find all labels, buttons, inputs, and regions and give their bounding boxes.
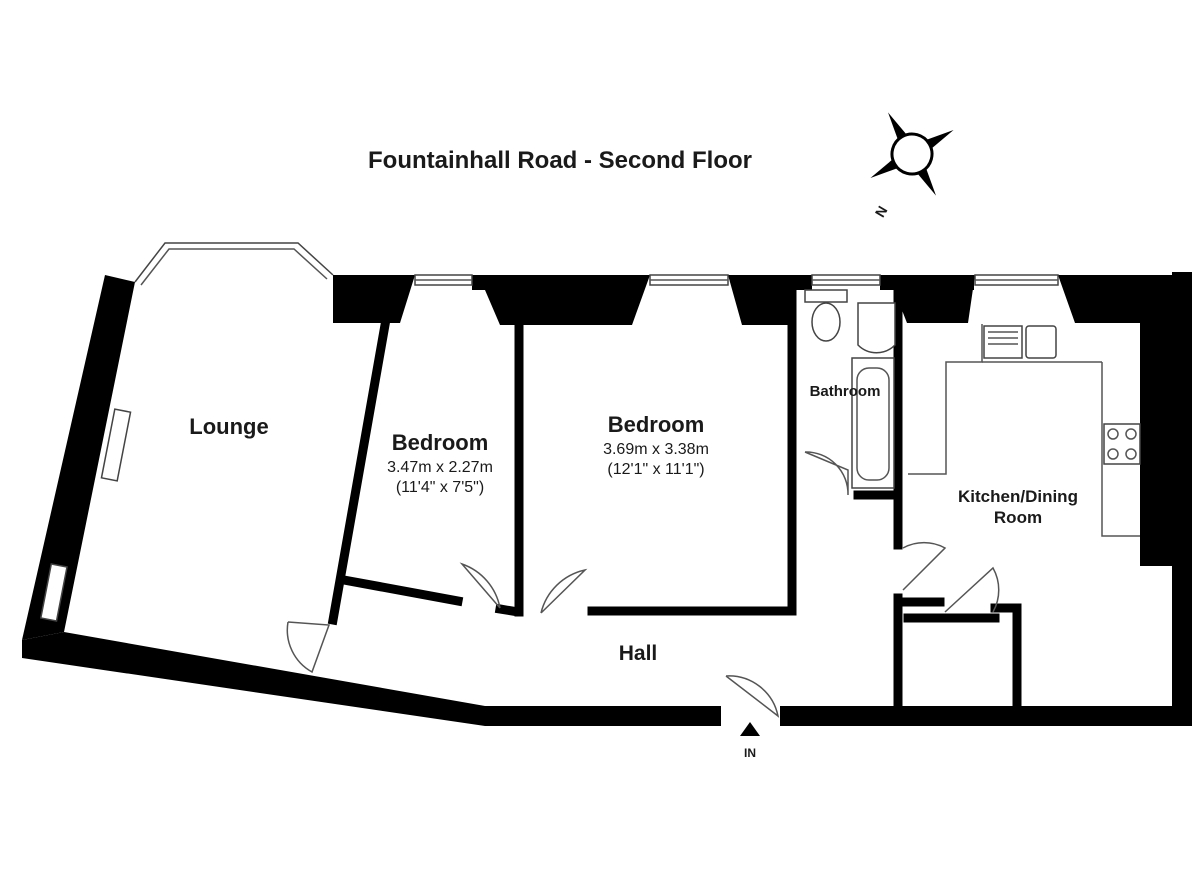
room-label-bedroom-2: Bedroom bbox=[608, 412, 705, 437]
wall-kitchen-chimney bbox=[1140, 290, 1172, 566]
room-label-bathroom: Bathroom bbox=[810, 383, 881, 400]
room-label-hall: Hall bbox=[619, 642, 658, 665]
wall-south-slanted bbox=[22, 632, 485, 726]
room-dim-bedroom-2-imperial: (12'1" x 11'1") bbox=[607, 461, 704, 478]
compass-icon bbox=[870, 112, 954, 196]
wall-south bbox=[485, 706, 721, 726]
room-label-kitchen-line2: Room bbox=[994, 508, 1042, 527]
entrance-arrow-icon bbox=[740, 722, 760, 736]
wall-south-east bbox=[780, 706, 1192, 726]
room-dim-bedroom-1-imperial: (11'4" x 7'5") bbox=[396, 479, 484, 496]
plan-title: Fountainhall Road - Second Floor bbox=[368, 147, 752, 174]
internal-walls bbox=[327, 285, 1022, 711]
kitchen-fixtures bbox=[908, 324, 1141, 537]
wall-north-bed2 bbox=[728, 275, 812, 325]
wall-lounge-west bbox=[22, 275, 135, 640]
wall-east bbox=[1172, 272, 1192, 726]
room-dim-bedroom-1-metric: 3.47m x 2.27m bbox=[387, 459, 493, 476]
wall-north-lounge-chimney bbox=[333, 275, 415, 323]
wall-north-kitchen bbox=[898, 275, 975, 323]
room-label-bedroom-1: Bedroom bbox=[392, 430, 489, 455]
wall-north-kitchen-east bbox=[1058, 275, 1192, 323]
wall-north-bed1 bbox=[472, 275, 650, 325]
compass-north-label: N bbox=[872, 203, 891, 220]
entrance-label: IN bbox=[744, 746, 756, 760]
windows bbox=[39, 242, 1059, 622]
bathroom-fixtures bbox=[804, 289, 896, 489]
doors bbox=[286, 451, 1000, 718]
room-label-lounge: Lounge bbox=[189, 414, 268, 439]
room-dim-bedroom-2-metric: 3.69m x 3.38m bbox=[603, 441, 709, 458]
room-label-kitchen-line1: Kitchen/Dining bbox=[958, 487, 1078, 506]
